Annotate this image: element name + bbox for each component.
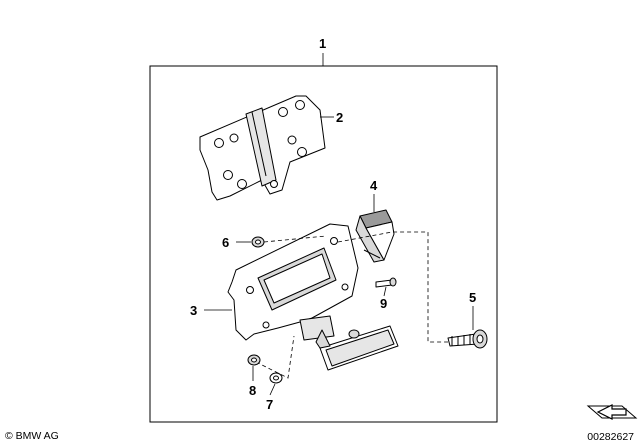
callout-4: 4 [370,178,378,193]
callout-5: 5 [469,290,476,305]
part-6-nut [251,236,265,248]
callout-1: 1 [319,36,326,51]
part-2-mounting-bracket [199,95,326,201]
document-number: 00282627 [587,431,634,443]
callout-7: 7 [266,397,273,412]
callout-6: 6 [222,235,229,250]
part-reflector [315,325,399,371]
part-8-nut [247,354,261,366]
part-9-bolt [375,277,397,288]
assembly-line-nut [263,235,327,243]
assembly-line-pad [337,231,448,343]
copyright-text: © BMW AG [5,430,59,442]
callout-8: 8 [249,383,256,398]
part-3-plate-carrier [227,223,359,341]
part-5-screw [447,329,488,349]
assembly-frame [149,65,498,423]
part-7-washer [269,372,283,384]
part-4-rubber-pad [355,209,395,263]
leader-9 [383,286,387,297]
callout-2: 2 [336,110,343,125]
callout-9: 9 [380,296,387,311]
arrow-icon [586,404,638,420]
callout-3: 3 [190,303,197,318]
assembly-line-washers [255,335,295,379]
leader-7 [269,383,276,396]
